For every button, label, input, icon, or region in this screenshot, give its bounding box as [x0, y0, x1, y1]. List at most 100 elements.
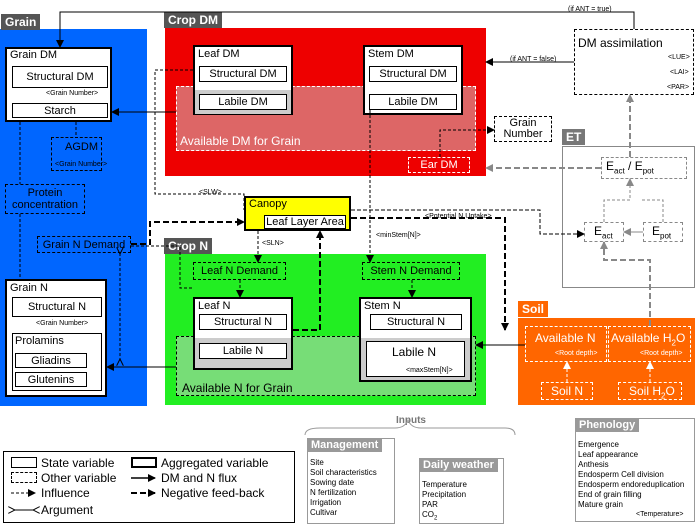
lai-arg: <LAI> — [670, 69, 689, 76]
e-act-pot-box — [601, 157, 687, 179]
grain-number-arg-2: <Grain Number> — [36, 320, 89, 327]
grain-number-arg-1: <Grain Number> — [46, 90, 99, 97]
soil-n-box: Soil N — [541, 382, 593, 400]
management-item: Irrigation — [310, 498, 342, 507]
e-pot-box — [643, 222, 683, 242]
leaf-labile-dm: Labile DM — [199, 94, 287, 110]
inputs-title: Inputs — [396, 415, 426, 426]
soil-h2o-label: Soil H2O — [629, 384, 675, 401]
legend-flux-label: DM and N flux — [161, 471, 238, 485]
weather-item: CO2 — [422, 510, 438, 522]
weather-list: Temperature Precipitation PAR CO2 — [422, 480, 467, 524]
available-dm-label: Available DM for Grain — [180, 134, 301, 148]
management-item: Sowing date — [310, 478, 355, 487]
root-depth-arg-2: <Root depth> — [640, 350, 683, 357]
potential-n-uptake-arg: <Potential N Uptake> — [425, 213, 492, 220]
min-stem-arg: <minStem[N]> — [376, 232, 421, 239]
management-title: Management — [307, 438, 383, 452]
stem-structural-dm: Structural DM — [369, 66, 457, 82]
management-item: Site — [310, 458, 324, 467]
phenology-item: Mature grain — [578, 500, 623, 509]
grain-title: Grain — [1, 14, 41, 30]
e-act-label: Eact — [594, 224, 613, 241]
weather-item: PAR — [422, 500, 438, 509]
leaf-labile-n: Labile N — [199, 343, 287, 359]
available-n-label: Available N for Grain — [182, 381, 293, 395]
soil-h2o-box — [618, 382, 682, 400]
root-depth-arg-1: <Root depth> — [555, 350, 598, 357]
leaf-structural-n: Structural N — [199, 314, 287, 330]
legend-other-swatch — [11, 472, 37, 483]
legend-influence-label: Influence — [41, 486, 90, 500]
leaf-structural-dm: Structural DM — [199, 66, 287, 82]
soil-available-h2o-label: Available H2O — [611, 331, 686, 348]
if-ant-true: (if ANT = true) — [568, 6, 612, 13]
if-ant-false: (if ANT = false) — [510, 56, 557, 63]
phenology-item: Endosperm Cell division — [578, 470, 664, 479]
canopy-label: Canopy — [249, 198, 287, 210]
grain-number-box: Grain Number — [494, 116, 552, 142]
leaf-layer-area: Leaf Layer Area — [264, 215, 346, 229]
phenology-item: Emergence — [578, 440, 619, 449]
prolamins-label: Prolamins — [15, 335, 64, 347]
legend-state-label: State variable — [41, 456, 115, 470]
slw-arg: <SLW> — [199, 189, 222, 196]
et-title: ET — [562, 129, 586, 145]
weather-item: Precipitation — [422, 490, 467, 499]
stem-n-label: Stem N — [364, 300, 401, 312]
phenology-list: Emergence Leaf appearance Anthesis Endos… — [578, 440, 684, 510]
phenology-item: Endosperm endoreduplication — [578, 480, 685, 489]
weather-title: Daily weather — [419, 458, 498, 472]
lue-arg: <LUE> — [668, 54, 690, 61]
stem-n-demand-box: Stem N Demand — [362, 262, 460, 280]
weather-item: Temperature — [422, 480, 467, 489]
legend-state-swatch — [11, 457, 37, 468]
leaf-n-demand-box: Leaf N Demand — [193, 262, 286, 280]
legend-other-label: Other variable — [41, 471, 117, 485]
legend-aggregated-swatch — [131, 457, 157, 468]
phenology-item: End of grain filling — [578, 490, 642, 499]
leaf-dm-label: Leaf DM — [198, 48, 240, 60]
legend-panel — [3, 451, 295, 523]
phenology-title: Phenology — [575, 418, 640, 432]
grain-structural-n: Structural N — [12, 297, 102, 317]
management-list: Site Soil characteristics Sowing date N … — [310, 458, 377, 518]
agdm-box — [51, 137, 102, 171]
stem-labile-dm: Labile DM — [369, 94, 457, 110]
grain-n-label: Grain N — [10, 282, 48, 294]
soil-title: Soil — [518, 301, 549, 317]
phenology-item: Anthesis — [578, 460, 609, 469]
e-act-pot-label: Eact / Epot — [606, 159, 654, 176]
par-arg: <PAR> — [667, 84, 690, 91]
grain-n-demand-box: Grain N Demand — [37, 236, 131, 253]
leaf-n-label: Leaf N — [198, 300, 231, 312]
ear-dm-box: Ear DM — [408, 157, 470, 173]
legend-aggregated-label: Aggregated variable — [161, 456, 269, 470]
legend-argument-label: Argument — [41, 503, 94, 517]
agdm-label: AGDM — [65, 141, 98, 153]
starch-box: Starch — [12, 103, 108, 118]
stem-structural-n: Structural N — [370, 314, 462, 330]
e-pot-label: Epot — [652, 224, 672, 241]
management-item: Cultivar — [310, 508, 338, 517]
crop-n-title: Crop N — [164, 238, 212, 254]
gliadins-box: Gliadins — [15, 353, 87, 368]
phenology-item: Leaf appearance — [578, 450, 639, 459]
stem-labile-n-label: Labile N — [392, 345, 437, 359]
grain-dm-label: Grain DM — [10, 49, 58, 61]
sln-arg: <SLN> — [262, 240, 284, 247]
stem-labile-n — [366, 341, 465, 377]
glutenins-box: Glutenins — [15, 372, 87, 387]
agdm-arg: <Grain Number> — [55, 161, 108, 168]
crop-dm-title: Crop DM — [164, 12, 222, 28]
legend-neg-feedback-label: Negative feed-back — [161, 486, 265, 500]
management-item: Soil characteristics — [310, 468, 377, 477]
management-item: N fertilization — [310, 488, 357, 497]
dm-assimilation-label: DM assimilation — [578, 36, 663, 50]
max-stem-arg: <maxStem[N]> — [406, 367, 453, 374]
stem-dm-label: Stem DM — [368, 48, 414, 60]
grain-structural-dm: Structural DM — [12, 66, 108, 88]
protein-box: Protein concentration — [5, 184, 85, 214]
soil-available-n-label: Available N — [535, 331, 596, 345]
temperature-arg: <Temperature> — [636, 511, 684, 518]
